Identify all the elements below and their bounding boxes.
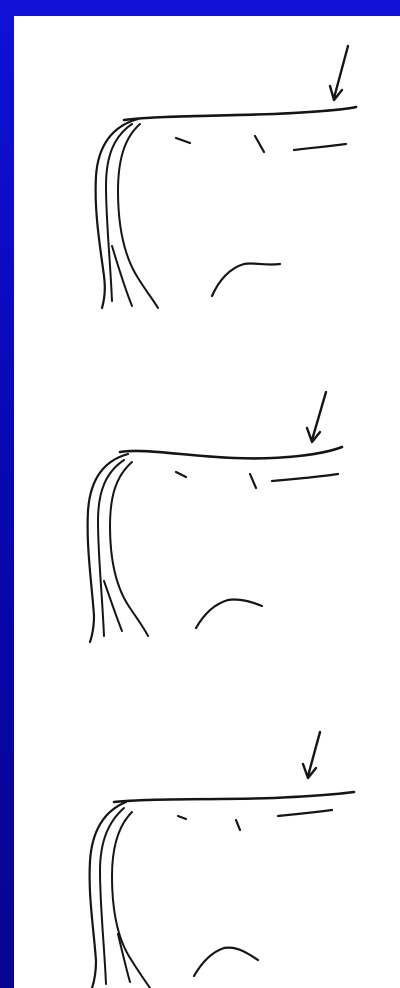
dash-mark-2 xyxy=(255,136,264,152)
curve-mark xyxy=(212,263,280,296)
tracing-figure xyxy=(14,16,400,988)
curve-mark xyxy=(196,599,262,628)
head-outline-outer xyxy=(88,454,128,642)
dash-mark-2 xyxy=(250,474,256,488)
dash-mark-1 xyxy=(176,472,186,477)
surface-contour-line xyxy=(120,447,342,458)
head-outline-inner xyxy=(118,124,158,308)
dash-mark-3 xyxy=(294,144,346,150)
dash-mark-1 xyxy=(176,138,190,143)
head-outline-inner xyxy=(112,812,150,988)
head-outline-inner xyxy=(110,462,148,636)
dash-mark-1 xyxy=(178,816,186,819)
small-mark xyxy=(112,246,132,306)
drawing-sheet xyxy=(14,16,400,988)
surface-contour-line xyxy=(124,107,356,120)
dash-mark-3 xyxy=(272,474,338,481)
curve-mark xyxy=(194,948,258,976)
arrow-icon xyxy=(307,392,326,442)
tracing-panel-3 xyxy=(90,732,354,988)
small-mark xyxy=(118,934,130,982)
tracing-panel-1 xyxy=(96,46,356,308)
dash-mark-2 xyxy=(236,820,240,830)
dash-mark-3 xyxy=(278,810,332,816)
tracing-panel-2 xyxy=(88,392,342,642)
surface-contour-line xyxy=(114,792,354,802)
head-outline-outer xyxy=(96,119,138,308)
arrow-icon xyxy=(330,46,348,100)
arrow-icon xyxy=(303,732,320,778)
